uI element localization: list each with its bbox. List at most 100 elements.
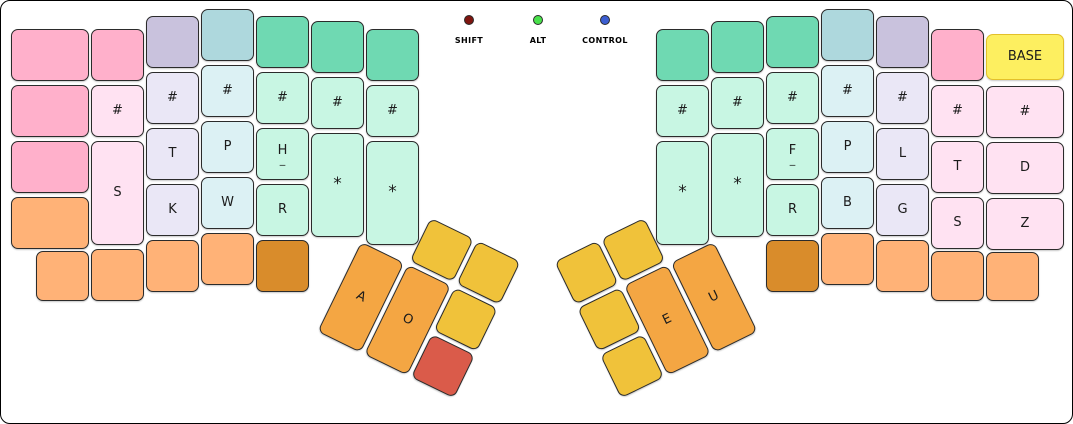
key-r-f2-r1[interactable] [711, 21, 764, 73]
key-l-f2-r5[interactable] [91, 249, 144, 301]
key-label: # [277, 90, 288, 106]
key-base[interactable]: BASE [986, 34, 1064, 80]
key-label: # [332, 95, 343, 111]
key-r-num-2[interactable]: # [711, 77, 764, 129]
key-l-f4-r1[interactable] [201, 9, 254, 61]
alt-indicator-dot [533, 15, 543, 25]
key-label: G [897, 202, 908, 218]
key-l-R[interactable]: R [256, 184, 309, 236]
key-label: B [843, 195, 852, 211]
key-l-f3-r1[interactable] [146, 16, 199, 68]
key-r-num-1[interactable]: # [656, 85, 709, 137]
key-label: T [953, 159, 962, 175]
key-l-P[interactable]: P [201, 121, 254, 173]
key-r-Z[interactable]: Z [986, 198, 1064, 250]
key-label: # [952, 103, 963, 119]
key-l-f1-r5[interactable] [36, 251, 89, 301]
key-r-S[interactable]: S [931, 197, 984, 249]
key-label: # [387, 103, 398, 119]
shift-indicator-label: SHIFT [454, 36, 484, 45]
key-l-star-2[interactable]: * [366, 141, 419, 245]
key-r-num-4[interactable]: # [821, 65, 874, 117]
key-r-num-7[interactable]: # [986, 86, 1064, 138]
key-label: # [897, 90, 908, 106]
key-l-W[interactable]: W [201, 177, 254, 229]
key-r-F[interactable]: F_ [766, 128, 819, 180]
key-r-T[interactable]: T [931, 141, 984, 193]
control-indicator-label: CONTROL [582, 36, 628, 45]
key-r-B[interactable]: B [821, 177, 874, 229]
key-l-star-1[interactable]: * [311, 133, 364, 237]
key-label: E [660, 311, 675, 329]
key-r-R[interactable]: R [766, 184, 819, 236]
key-r-f5-r1[interactable] [876, 16, 929, 68]
key-l-f4-r5[interactable] [201, 233, 254, 285]
key-r-f5-r5[interactable] [876, 240, 929, 292]
key-l-T[interactable]: T [146, 128, 199, 180]
key-label: # [1019, 104, 1031, 120]
key-l-num-5[interactable]: # [311, 77, 364, 129]
key-label: * [678, 182, 687, 203]
key-label: S [953, 215, 962, 231]
key-r-f7-r5[interactable] [986, 252, 1039, 301]
key-r-f4-r5[interactable] [821, 233, 874, 285]
key-label: K [168, 202, 177, 218]
key-label: # [732, 95, 743, 111]
key-r-f3-r1[interactable] [766, 16, 819, 68]
key-l-f5-r1[interactable] [256, 16, 309, 68]
key-r-num-6[interactable]: # [931, 85, 984, 137]
key-r-star-2[interactable]: * [711, 133, 764, 237]
key-r-f6-r5[interactable] [931, 251, 984, 301]
key-r-P[interactable]: P [821, 121, 874, 173]
key-r-f3-r5[interactable] [766, 240, 819, 292]
key-l-f5-r5[interactable] [256, 240, 309, 292]
key-label: * [333, 174, 342, 195]
key-label: * [388, 182, 397, 203]
key-label: * [733, 174, 742, 195]
key-l-num-1[interactable]: # [91, 85, 144, 137]
key-label: A [353, 288, 369, 306]
shift-indicator-dot [464, 15, 474, 25]
key-sub-label: _ [789, 152, 796, 166]
key-r-f4-r1[interactable] [821, 9, 874, 61]
indicator-alt: ALT [503, 15, 573, 45]
key-l-f7-r1[interactable] [366, 29, 419, 81]
key-r-num-3[interactable]: # [766, 72, 819, 124]
key-l-K[interactable]: K [146, 184, 199, 236]
key-label: O [399, 310, 416, 329]
key-l-f1-r3[interactable] [11, 141, 89, 193]
key-label: W [221, 195, 234, 211]
key-l-S[interactable]: S [91, 141, 144, 245]
key-label: H [277, 143, 288, 159]
key-l-f6-r1[interactable] [311, 21, 364, 73]
key-l-f3-r5[interactable] [146, 240, 199, 292]
key-label: P [843, 139, 852, 155]
key-l-f1-r4[interactable] [11, 197, 89, 249]
control-indicator-dot [600, 15, 610, 25]
key-l-f2-r1[interactable] [91, 29, 144, 81]
key-l-num-4[interactable]: # [256, 72, 309, 124]
key-l-num-6[interactable]: # [366, 85, 419, 137]
key-r-f6-r1[interactable] [931, 29, 984, 81]
key-l-f1-r1[interactable] [11, 29, 89, 81]
alt-indicator-label: ALT [529, 36, 547, 45]
indicator-control: CONTROL [570, 15, 640, 45]
key-label: T [168, 146, 177, 162]
key-label: L [898, 146, 907, 162]
key-l-num-3[interactable]: # [201, 65, 254, 117]
key-r-D[interactable]: D [986, 142, 1064, 194]
key-r-L[interactable]: L [876, 128, 929, 180]
key-label: U [706, 288, 722, 306]
key-l-H[interactable]: H_ [256, 128, 309, 180]
key-label: R [277, 202, 288, 218]
key-label: S [113, 185, 122, 201]
key-r-f1-r1[interactable] [656, 29, 709, 81]
key-r-num-5[interactable]: # [876, 72, 929, 124]
key-l-f1-r2[interactable] [11, 85, 89, 137]
key-l-num-2[interactable]: # [146, 72, 199, 124]
key-label: # [787, 90, 798, 106]
key-r-G[interactable]: G [876, 184, 929, 236]
key-sub-label: _ [279, 152, 286, 166]
key-r-star-1[interactable]: * [656, 141, 709, 245]
